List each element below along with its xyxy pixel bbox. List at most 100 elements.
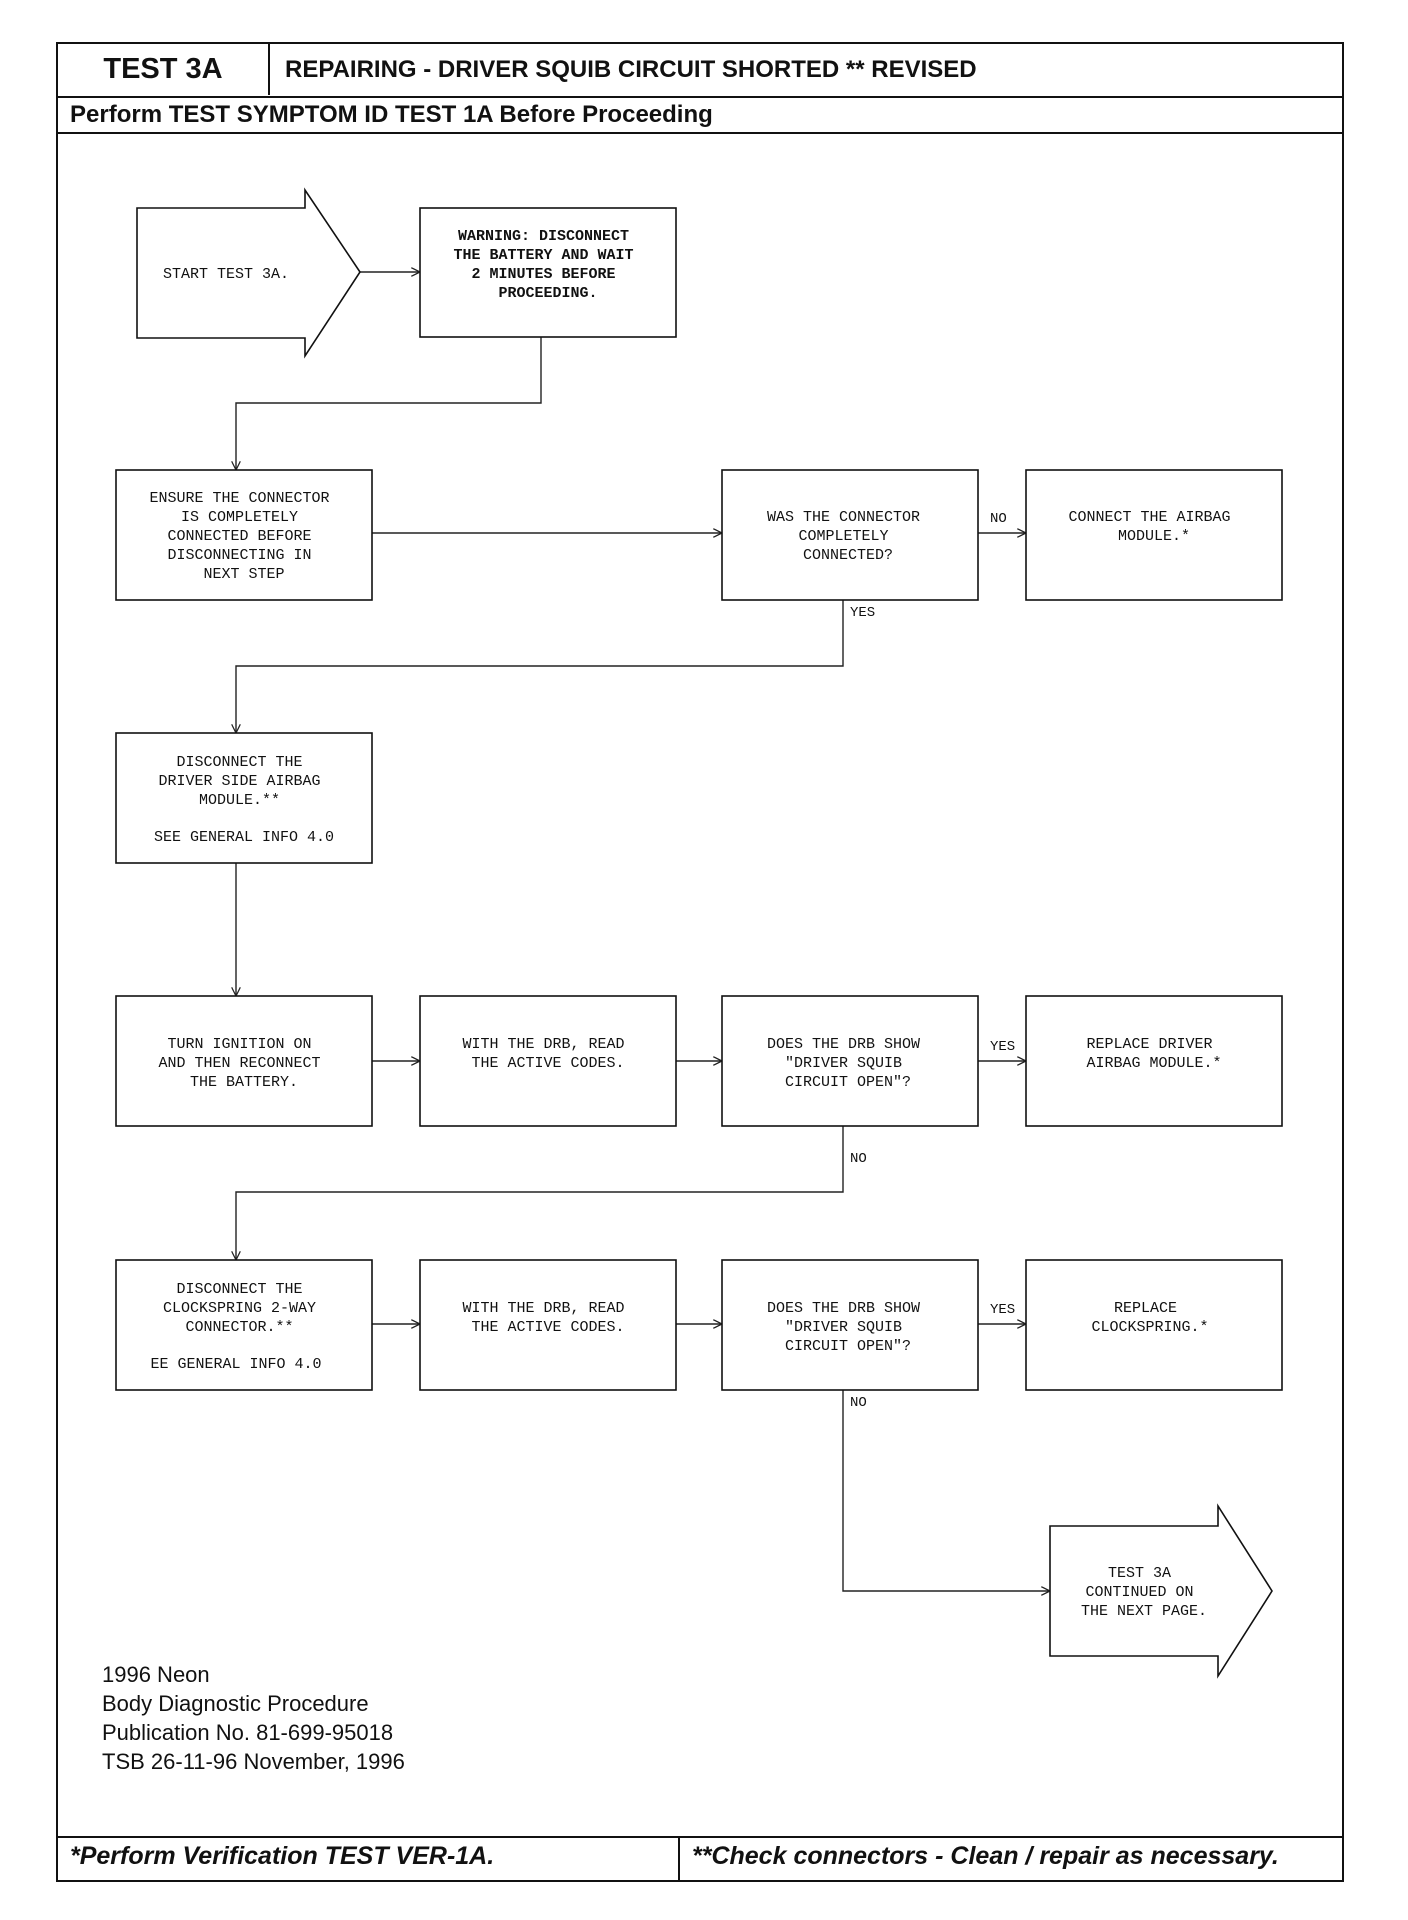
was-connected-line-1: WAS THE CONNECTOR — [767, 509, 920, 526]
disconnect-module-node-text: DISCONNECT THE DRIVER SIDE AIRBAG MODULE… — [154, 754, 334, 846]
test-id: TEST 3A — [58, 44, 270, 95]
turn-ignition-node-text: TURN IGNITION ON AND THEN RECONNECT THE … — [158, 1036, 329, 1091]
read-codes-2-node-text: WITH THE DRB, READ THE ACTIVE CODES. — [462, 1300, 633, 1336]
start-line-1: START TEST 3A. — [163, 266, 289, 283]
connect-airbag-line-2: MODULE.* — [1118, 528, 1190, 545]
drb-show-1-line-1: DOES THE DRB SHOW — [767, 1036, 920, 1053]
drb-show-2-line-2: "DRIVER SQUIB — [785, 1319, 902, 1336]
ensure-line-5: NEXT STEP — [203, 566, 284, 583]
footer-separator — [678, 1836, 680, 1880]
read-codes-2-node — [419, 1259, 677, 1391]
warning-line-1: WARNING: DISCONNECT — [458, 228, 629, 245]
drb-show-1-line-3: CIRCUIT OPEN"? — [785, 1074, 911, 1091]
turn-ignition-node — [115, 995, 373, 1127]
ensure-line-1: ENSURE THE CONNECTOR — [149, 490, 329, 507]
warning-line-4: PROCEEDING. — [498, 285, 597, 302]
continued-line-2: CONTINUED ON — [1085, 1584, 1193, 1601]
warning-line-2: THE BATTERY AND WAIT — [453, 247, 633, 264]
read-codes-2-line-2: THE ACTIVE CODES. — [471, 1319, 624, 1336]
replace-module-node-text: REPLACE DRIVER AIRBAG MODULE.* — [1086, 1036, 1221, 1072]
continued-line-1: TEST 3A — [1108, 1565, 1171, 1582]
drb-show-2-node-text: DOES THE DRB SHOW "DRIVER SQUIB CIRCUIT … — [767, 1300, 929, 1355]
drb-show-2-line-3: CIRCUIT OPEN"? — [785, 1338, 911, 1355]
edge-label-yes-1: YES — [850, 605, 875, 621]
read-codes-1-node — [419, 995, 677, 1127]
edge-label-yes-2: YES — [990, 1039, 1015, 1055]
ensure-line-4: DISCONNECTING IN — [167, 547, 311, 564]
header-divider-bottom — [58, 132, 1342, 134]
edge-warning-ensure — [236, 337, 542, 470]
drb-show-1-node — [721, 995, 979, 1127]
drb-show-2-line-1: DOES THE DRB SHOW — [767, 1300, 920, 1317]
ensure-node — [115, 469, 373, 601]
was-connected-line-2: COMPLETELY — [798, 528, 888, 545]
disconnect-clockspring-line-3: CONNECTOR.** — [185, 1319, 293, 1336]
page-frame — [56, 42, 1344, 1882]
replace-clockspring-line-2: CLOCKSPRING.* — [1091, 1319, 1208, 1336]
disconnect-module-node — [115, 732, 373, 864]
was-connected-line-3: CONNECTED? — [803, 547, 893, 564]
connect-airbag-node — [1025, 469, 1283, 601]
info-line-procedure: Body Diagnostic Procedure — [102, 1691, 369, 1716]
info-line-tsb: TSB 26-11-96 November, 1996 — [102, 1749, 405, 1774]
replace-module-line-2: AIRBAG MODULE.* — [1086, 1055, 1221, 1072]
disconnect-module-line-3: MODULE.** — [199, 792, 280, 809]
warning-node — [419, 207, 677, 338]
connect-airbag-line-1: CONNECT THE AIRBAG — [1068, 509, 1230, 526]
drb-show-1-node-text: DOES THE DRB SHOW "DRIVER SQUIB CIRCUIT … — [767, 1036, 929, 1091]
drb-show-2-node — [721, 1259, 979, 1391]
read-codes-2-line-1: WITH THE DRB, READ — [462, 1300, 624, 1317]
connectors — [236, 272, 1050, 1591]
was-connected-node-text: WAS THE CONNECTOR COMPLETELY CONNECTED? — [767, 509, 929, 564]
continued-line-3: THE NEXT PAGE. — [1081, 1603, 1207, 1620]
edge-label-no-3: NO — [850, 1395, 867, 1411]
was-connected-node — [721, 469, 979, 601]
start-node-arrow — [136, 187, 361, 359]
turn-ignition-line-1: TURN IGNITION ON — [167, 1036, 311, 1053]
info-line-publication: Publication No. 81-699-95018 — [102, 1720, 394, 1745]
turn-ignition-line-3: THE BATTERY. — [190, 1074, 298, 1091]
disconnect-module-line-5: SEE GENERAL INFO 4.0 — [154, 829, 334, 846]
disconnect-module-line-2: DRIVER SIDE AIRBAG — [158, 773, 320, 790]
edge-label-no-2: NO — [850, 1151, 867, 1167]
warning-line-3: 2 MINUTES BEFORE — [471, 266, 615, 283]
read-codes-1-node-text: WITH THE DRB, READ THE ACTIVE CODES. — [462, 1036, 633, 1072]
edge-drb2-continued — [842, 1390, 1050, 1591]
warning-node-text: WARNING: DISCONNECT THE BATTERY AND WAIT… — [453, 228, 642, 302]
replace-module-line-1: REPLACE DRIVER — [1086, 1036, 1212, 1053]
page-subtitle: Perform TEST SYMPTOM ID TEST 1A Before P… — [70, 101, 713, 128]
edge-question-disconnect — [236, 600, 844, 733]
continued-node-text: TEST 3A CONTINUED ON THE NEXT PAGE. — [1081, 1565, 1207, 1620]
turn-ignition-line-2: AND THEN RECONNECT — [158, 1055, 320, 1072]
ensure-node-text: ENSURE THE CONNECTOR IS COMPLETELY CONNE… — [149, 490, 338, 583]
start-node-text: START TEST 3A. — [163, 266, 289, 283]
replace-module-node — [1025, 995, 1283, 1127]
connect-airbag-node-text: CONNECT THE AIRBAG MODULE.* — [1068, 509, 1239, 545]
continued-node-arrow — [1049, 1503, 1273, 1679]
read-codes-1-line-2: THE ACTIVE CODES. — [471, 1055, 624, 1072]
edge-label-yes-3: YES — [990, 1302, 1015, 1318]
disconnect-clockspring-line-1: DISCONNECT THE — [176, 1281, 302, 1298]
edge-drb1-clockspring — [236, 1126, 844, 1260]
footer-note-connectors: **Check connectors - Clean / repair as n… — [692, 1842, 1279, 1870]
disconnect-clockspring-node-text: DISCONNECT THE CLOCKSPRING 2-WAY CONNECT… — [150, 1281, 325, 1373]
ensure-line-3: CONNECTED BEFORE — [167, 528, 311, 545]
header-divider — [58, 96, 1342, 98]
replace-clockspring-line-1: REPLACE — [1114, 1300, 1177, 1317]
replace-clockspring-node — [1025, 1259, 1283, 1391]
publication-info: 1996 Neon Body Diagnostic Procedure Publ… — [102, 1660, 405, 1776]
drb-show-1-line-2: "DRIVER SQUIB — [785, 1055, 902, 1072]
read-codes-1-line-1: WITH THE DRB, READ — [462, 1036, 624, 1053]
disconnect-clockspring-line-5: EE GENERAL INFO 4.0 — [150, 1356, 321, 1373]
info-line-model: 1996 Neon — [102, 1662, 210, 1687]
disconnect-module-line-1: DISCONNECT THE — [176, 754, 302, 771]
footer-divider — [58, 1836, 1342, 1838]
edge-label-no-1: NO — [990, 511, 1007, 527]
replace-clockspring-node-text: REPLACE CLOCKSPRING.* — [1091, 1300, 1208, 1336]
footer-note-verification: *Perform Verification TEST VER-1A. — [70, 1842, 495, 1870]
disconnect-clockspring-node — [115, 1259, 373, 1391]
disconnect-clockspring-line-2: CLOCKSPRING 2-WAY — [163, 1300, 316, 1317]
ensure-line-2: IS COMPLETELY — [181, 509, 298, 526]
page-title: REPAIRING - DRIVER SQUIB CIRCUIT SHORTED… — [285, 56, 977, 83]
